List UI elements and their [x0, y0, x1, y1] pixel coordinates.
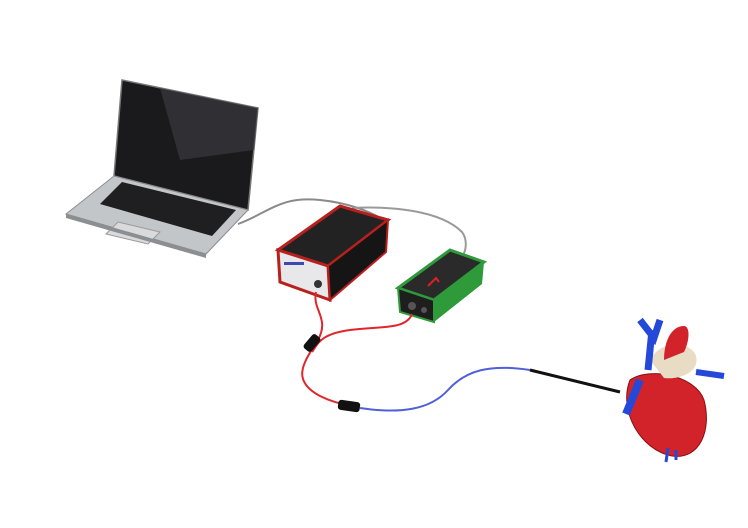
measurement-device	[394, 248, 488, 324]
laptop-to-device-cable	[237, 198, 381, 225]
laptop-screen-glare	[160, 88, 258, 160]
device-to-device-cable	[351, 206, 467, 257]
heart-illustration	[622, 317, 725, 463]
connector-port	[314, 280, 322, 288]
laptop-keyboard	[100, 182, 236, 236]
red-cable-2	[311, 313, 413, 353]
cable-connector	[337, 399, 361, 413]
laptop	[64, 79, 259, 258]
signal-processor-device	[274, 204, 392, 303]
device-label	[284, 262, 304, 265]
cable-connector	[303, 334, 321, 352]
connector-port	[408, 302, 416, 310]
connector-port	[421, 307, 427, 313]
catheter-cable	[359, 366, 531, 412]
catheter-probe	[529, 368, 621, 394]
brand-logo	[427, 276, 440, 287]
laptop-front-edge	[66, 214, 206, 258]
